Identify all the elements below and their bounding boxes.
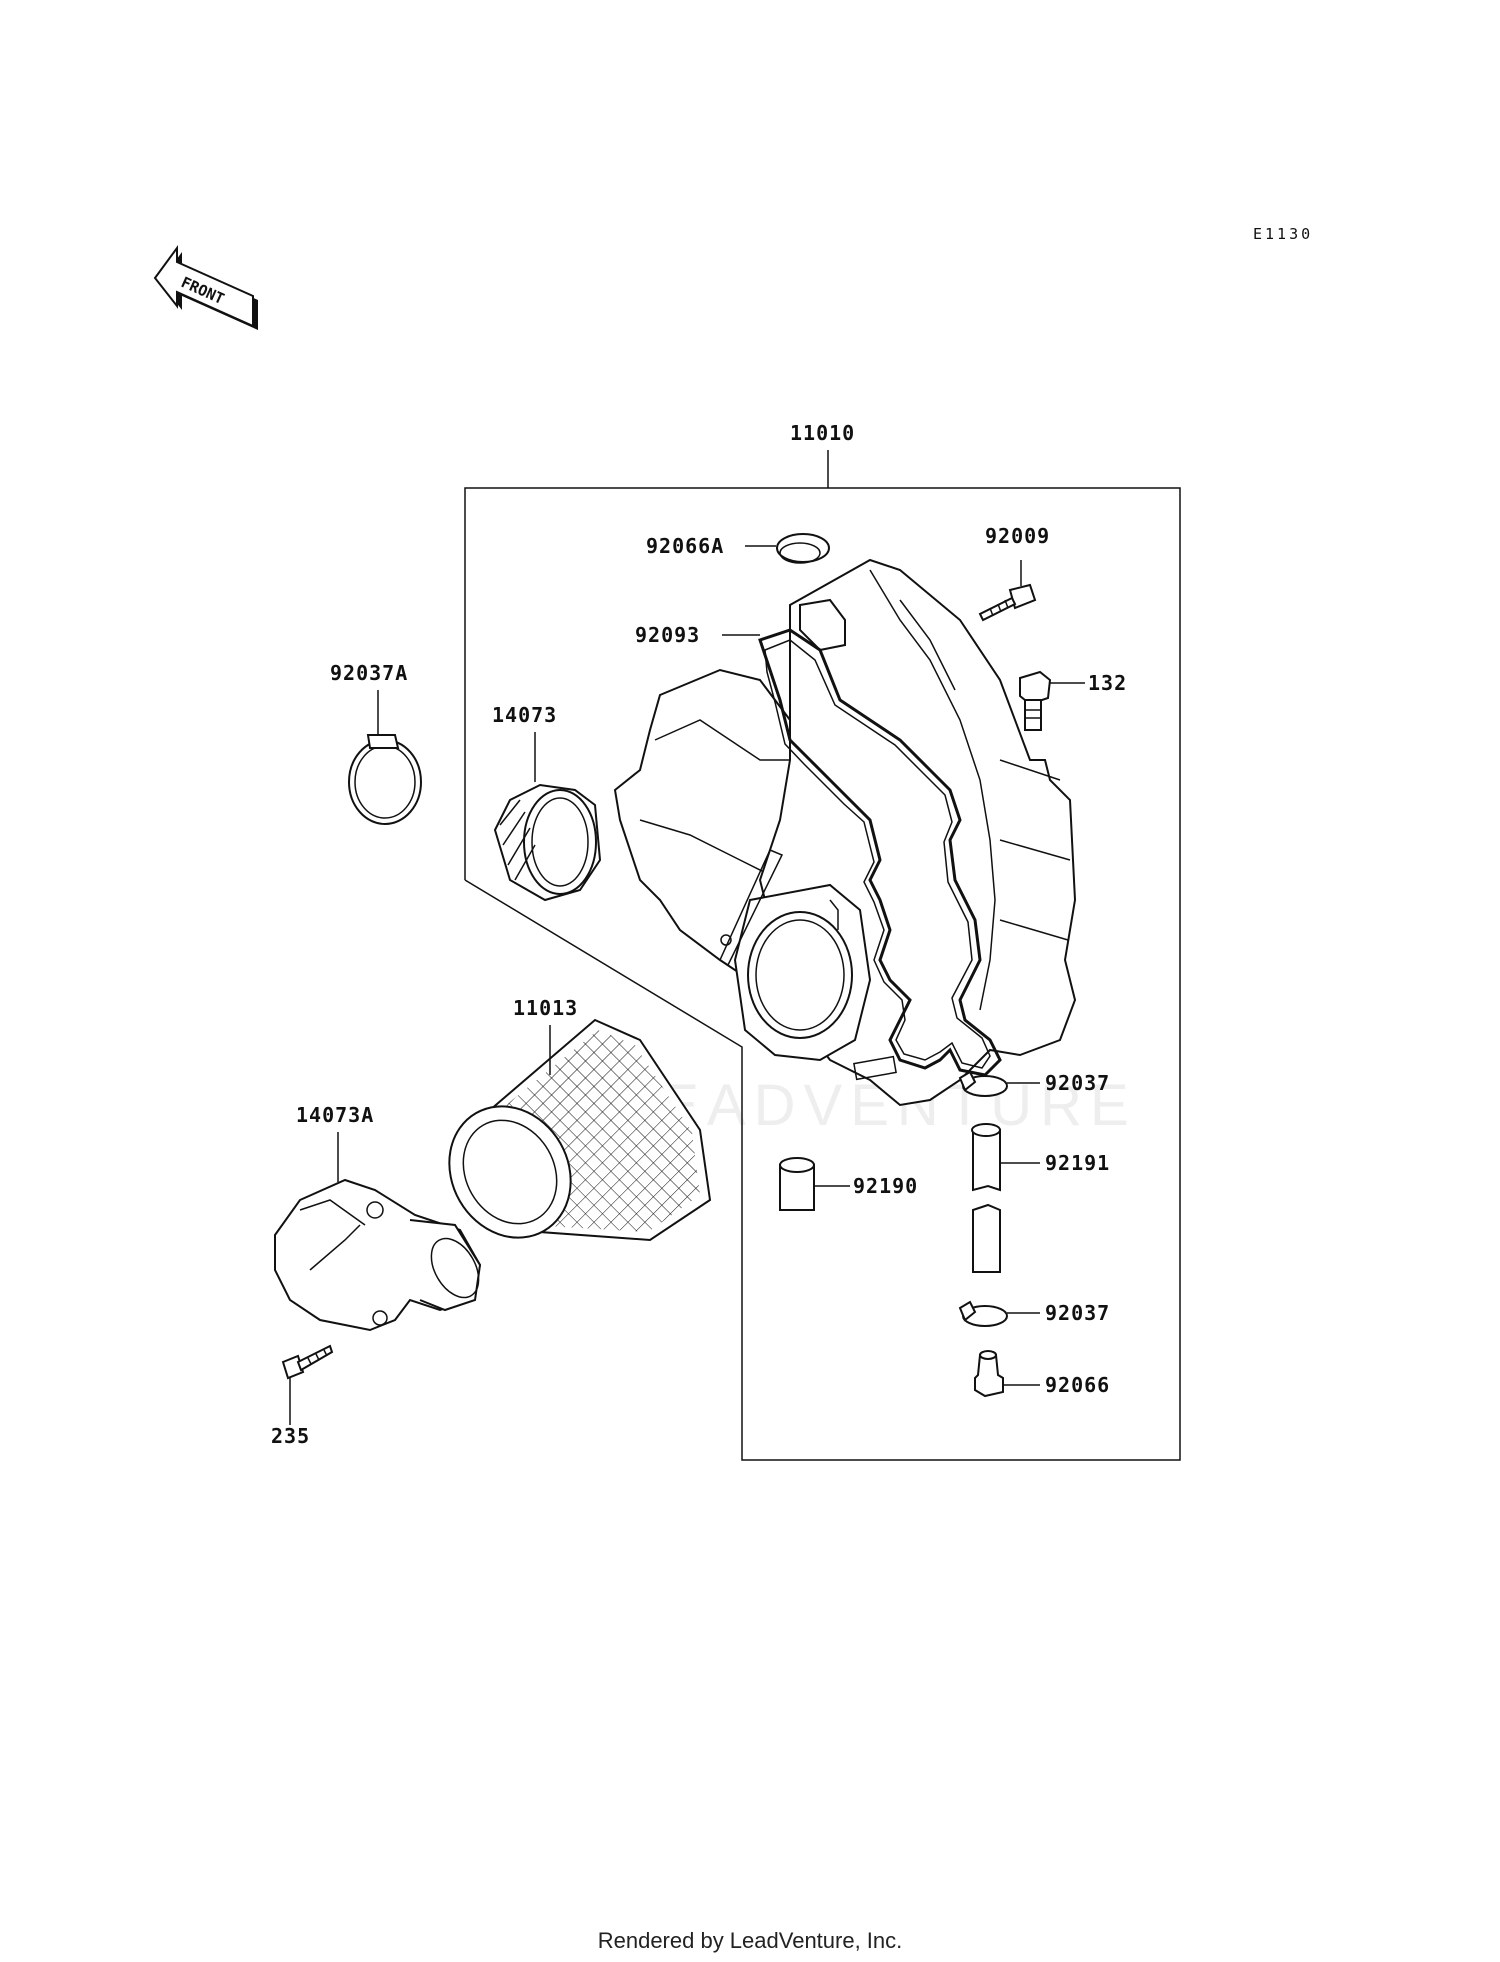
label-132: 132 — [1088, 671, 1127, 695]
label-235: 235 — [271, 1424, 310, 1448]
screw-92009 — [978, 583, 1037, 622]
front-arrow-icon: FRONT — [153, 244, 258, 330]
plug-92066 — [974, 1350, 1004, 1398]
label-92066A: 92066A — [646, 534, 724, 558]
label-92191: 92191 — [1045, 1151, 1110, 1175]
screw-235 — [281, 1344, 334, 1380]
clip-92037-lower — [958, 1300, 1008, 1327]
label-14073: 14073 — [492, 703, 557, 727]
label-11013: 11013 — [513, 996, 578, 1020]
label-92066: 92066 — [1045, 1373, 1110, 1397]
label-92190: 92190 — [853, 1174, 918, 1198]
tube-92191 — [971, 1123, 1001, 1273]
gasket-92093 — [758, 628, 1002, 1077]
label-92009: 92009 — [985, 524, 1050, 548]
filter-element-11013 — [448, 1018, 712, 1242]
clip-92037-upper — [958, 1070, 1008, 1097]
gasket-92093-inner — [764, 639, 991, 1069]
sleeve-92190 — [779, 1157, 815, 1211]
label-92037-lower: 92037 — [1045, 1301, 1110, 1325]
bolt-132 — [1019, 670, 1052, 731]
grommet-92066A — [776, 533, 830, 564]
label-92037A: 92037A — [330, 661, 408, 685]
diagram-ref-code: E1130 — [1253, 225, 1313, 243]
label-92037-upper: 92037 — [1045, 1071, 1110, 1095]
label-11010: 11010 — [790, 421, 855, 445]
air-cleaner-housing — [613, 558, 1077, 1107]
footer-credit: Rendered by LeadVenture, Inc. — [597, 1928, 903, 1953]
label-14073A: 14073A — [296, 1103, 374, 1127]
clamp-92037A — [348, 734, 422, 825]
label-92093: 92093 — [635, 623, 700, 647]
inlet-duct-14073A — [274, 1178, 482, 1332]
boot-14073 — [493, 783, 602, 902]
assembly-outline — [464, 487, 1181, 1461]
